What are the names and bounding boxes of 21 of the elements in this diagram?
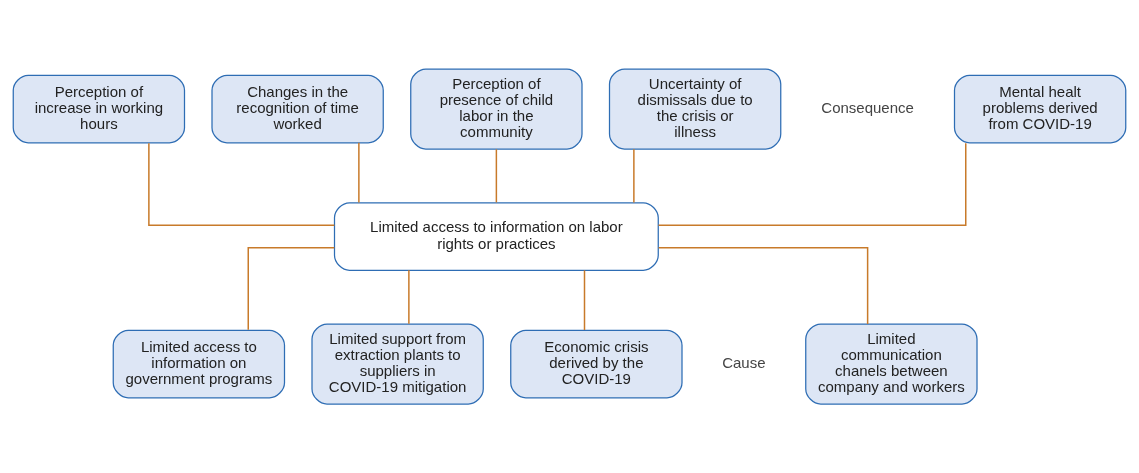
connector bbox=[148, 142, 336, 226]
node-box: Limited access to information on government programs bbox=[112, 329, 286, 399]
node-box: Uncertainty of dismissals due to the crisis or illness bbox=[608, 68, 782, 150]
connector bbox=[583, 269, 586, 331]
node-box: Economic crisis derived by the COVID-19 bbox=[510, 329, 683, 399]
node-box: Limited support from extraction plants to suppliers in COVID-19 mitigation bbox=[311, 323, 484, 405]
connector bbox=[657, 142, 967, 226]
connector bbox=[408, 269, 410, 325]
connector bbox=[495, 148, 498, 204]
node-box: Perception of increase in working hours bbox=[12, 74, 186, 144]
label: Cause bbox=[722, 353, 766, 371]
connector bbox=[657, 247, 869, 325]
connector bbox=[247, 247, 336, 331]
label: Consequence bbox=[821, 98, 914, 116]
connector bbox=[633, 148, 635, 204]
connector bbox=[358, 142, 360, 204]
node-box: Perception of presence of child labor in the community bbox=[410, 68, 583, 150]
node-box: Changes in the recognition of time worked bbox=[211, 74, 384, 144]
node-box: Limited access to information on labor rights or practices bbox=[333, 202, 659, 271]
node-box: Mental healt problems derived from COVID-19 bbox=[953, 74, 1127, 144]
node-box: Limited communication chanels between company and workers bbox=[805, 323, 978, 405]
